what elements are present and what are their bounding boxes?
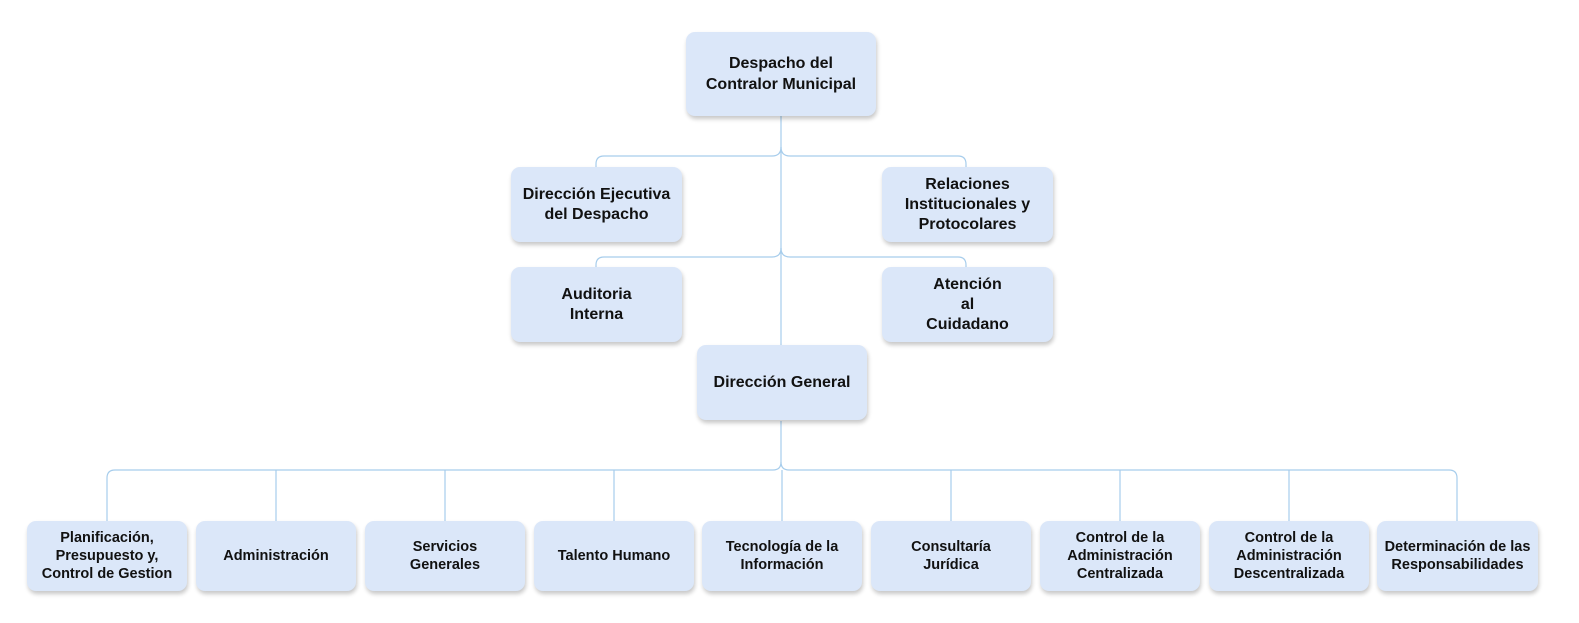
node-label: Dirección General [713, 373, 851, 391]
connector-staff-left-1 [595, 146, 782, 167]
node-label: Atención al Cuidadano [926, 275, 1009, 333]
node-direccion-ejecutiva[interactable]: Dirección Ejecutiva del Despacho [511, 167, 682, 242]
node-tecnologia-informacion[interactable]: Tecnología de la Información [702, 521, 862, 591]
node-consultaria-juridica[interactable]: Consultaría Jurídica [871, 521, 1031, 591]
node-despacho-contralor[interactable]: Despacho del Contralor Municipal [686, 32, 876, 116]
node-auditoria-interna[interactable]: Auditoria Interna [511, 267, 682, 342]
node-direccion-general[interactable]: Dirección General [697, 345, 867, 420]
connector-staff-right-1 [780, 146, 967, 167]
node-servicios-generales[interactable]: Servicios Generales [365, 521, 525, 591]
node-label: Determinación de las Responsabilidades [1384, 539, 1531, 573]
connector-bus-left [106, 461, 782, 521]
connector-bus-right [780, 461, 1458, 521]
node-label: Despacho del Contralor Municipal [705, 55, 857, 93]
node-label: Planificación, Presupuesto y, Control de… [41, 530, 173, 582]
node-label: Administración [223, 548, 329, 564]
node-label: Dirección Ejecutiva del Despacho [522, 185, 671, 223]
node-label: Control de la Administración Centralizad… [1067, 530, 1173, 582]
node-label: Control de la Administración Descentrali… [1233, 530, 1345, 582]
node-control-centralizada[interactable]: Control de la Administración Centralizad… [1040, 521, 1200, 591]
node-atencion-ciudadano[interactable]: Atención al Cuidadano [882, 267, 1053, 342]
node-administracion[interactable]: Administración [196, 521, 356, 591]
node-label: Servicios Generales [409, 539, 481, 573]
node-determinacion-responsabilidades[interactable]: Determinación de las Responsabilidades [1377, 521, 1538, 591]
node-label: Relaciones Institucionales y Protocolare… [904, 175, 1031, 233]
connector-staff-right-2 [780, 247, 967, 267]
connector-staff-left-2 [595, 247, 782, 267]
node-talento-humano[interactable]: Talento Humano [534, 521, 694, 591]
node-relaciones-institucionales[interactable]: Relaciones Institucionales y Protocolare… [882, 167, 1053, 242]
node-planificacion[interactable]: Planificación, Presupuesto y, Control de… [27, 521, 187, 591]
node-label: Talento Humano [557, 548, 671, 564]
node-control-descentralizada[interactable]: Control de la Administración Descentrali… [1209, 521, 1369, 591]
node-label: Auditoria Interna [561, 285, 632, 323]
node-label: Consultaría Jurídica [911, 539, 991, 573]
node-label: Tecnología de la Información [725, 539, 839, 573]
